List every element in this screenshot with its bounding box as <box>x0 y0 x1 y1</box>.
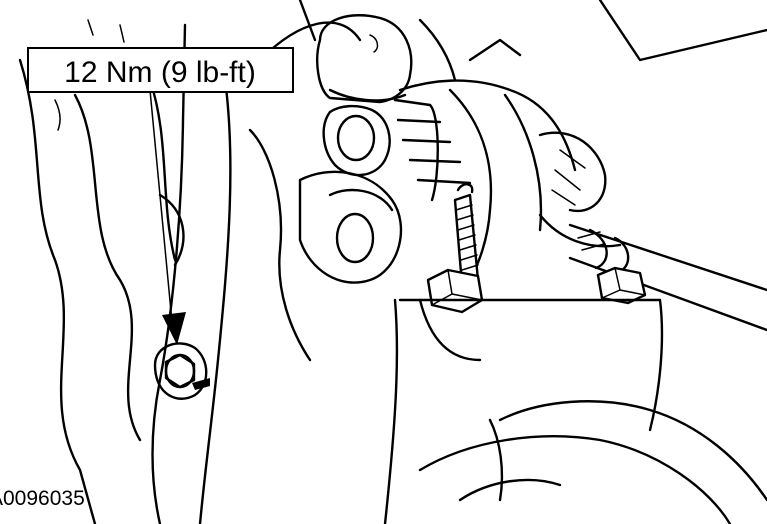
upper-panel <box>298 0 767 62</box>
alternator <box>316 14 622 282</box>
shaft <box>568 223 767 332</box>
torque-callout-arrow <box>149 89 186 345</box>
mount-bolt <box>596 266 647 305</box>
engine-block-outline <box>18 19 232 524</box>
torque-spec-label: 12 Nm (9 lb-ft) <box>64 56 256 89</box>
threaded-stud <box>453 183 480 287</box>
torque-bolt <box>153 342 210 400</box>
stud-nut <box>426 268 484 314</box>
mounting-plate <box>383 298 767 524</box>
figure-reference-number: A0096035 <box>0 487 85 510</box>
torque-callout: 12 Nm (9 lb-ft) <box>27 47 294 93</box>
